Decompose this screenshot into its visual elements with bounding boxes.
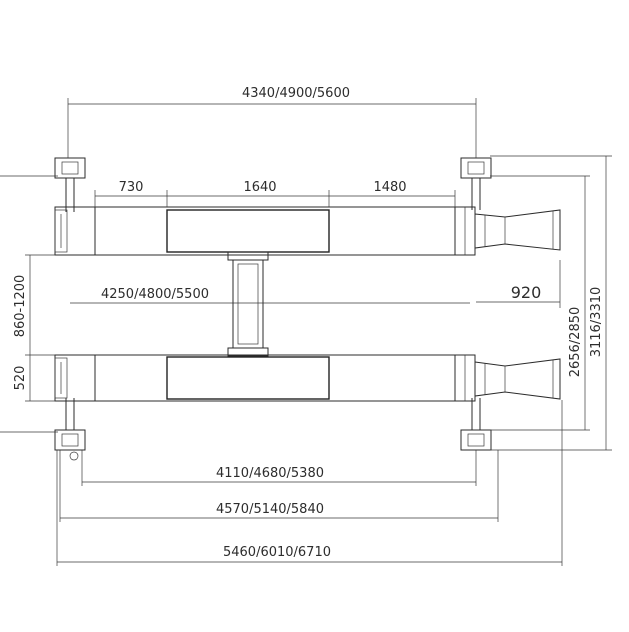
dim-top-overall: 4340/4900/5600: [67, 86, 477, 158]
dim-top-overall-label: 4340/4900/5600: [242, 86, 350, 101]
dim-post-inner-label: 4110/4680/5380: [216, 466, 324, 481]
dim-segments: 730 1640 1480: [94, 180, 456, 207]
dim-ramp-offset: 920: [476, 260, 561, 308]
dim-width-inner-label: 2656/2850: [568, 307, 583, 378]
dim-ramp-offset-label: 920: [511, 283, 542, 302]
dim-runway-gap-label: 860-1200: [13, 275, 28, 338]
dim-post-outer-label: 4570/5140/5840: [216, 502, 324, 517]
dim-seg-left-label: 730: [119, 180, 144, 195]
dim-width-inner: 2656/2850: [490, 175, 590, 431]
ramp-bottom: [474, 358, 561, 400]
dim-width-outer-label: 3116/3310: [589, 287, 604, 358]
dim-inner-span-label: 4250/4800/5500: [101, 287, 209, 302]
dim-post-inner: 4110/4680/5380: [81, 450, 477, 486]
dim-overall-length: 5460/6010/6710: [56, 400, 563, 566]
dim-overall-length-label: 5460/6010/6710: [223, 545, 331, 560]
dim-post-outer: 4570/5140/5840: [59, 450, 499, 522]
dim-runway-width: 520: [13, 355, 55, 402]
post-top-left: [54, 157, 86, 212]
leader-lines: [0, 175, 58, 433]
dim-inner-span: 4250/4800/5500: [70, 287, 470, 304]
post-top-right: [460, 157, 492, 210]
dim-width-outer: 3116/3310: [490, 155, 612, 451]
center-jack: [227, 251, 269, 357]
ramp-top: [474, 209, 561, 251]
dim-runway-gap: 860-1200: [13, 254, 55, 356]
dim-seg-right-label: 1480: [373, 180, 406, 195]
dim-runway-width-label: 520: [13, 366, 28, 391]
post-bottom-left: [54, 398, 86, 461]
runway-bottom: [54, 354, 476, 402]
dim-seg-middle-label: 1640: [243, 180, 276, 195]
post-bottom-right: [460, 398, 492, 451]
runway-top: [54, 206, 476, 256]
